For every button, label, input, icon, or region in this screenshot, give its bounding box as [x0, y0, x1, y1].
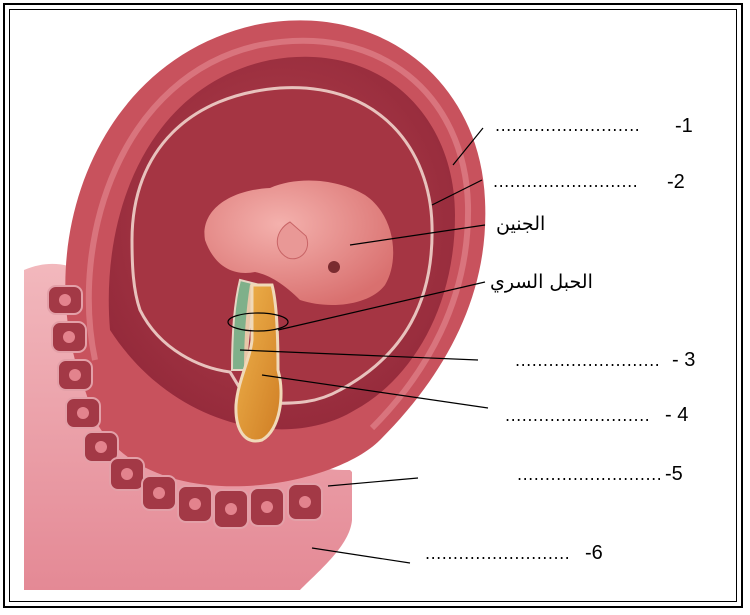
label-5: -5 [665, 464, 683, 484]
blank-2[interactable]: .......................... [493, 174, 638, 190]
umbilical-cord-label: الحبل السري [490, 273, 593, 292]
embryo-eye [328, 261, 340, 273]
label-1: -1 [675, 116, 693, 136]
blank-3[interactable]: .......................... [515, 353, 660, 369]
blank-6[interactable]: .......................... [425, 546, 570, 562]
blank-4[interactable]: .......................... [505, 408, 650, 424]
blank-1[interactable]: .......................... [495, 118, 640, 134]
label-3: - 3 [672, 350, 695, 370]
label-6: -6 [585, 543, 603, 563]
blank-5[interactable]: .......................... [517, 467, 662, 483]
label-4: - 4 [665, 405, 688, 425]
label-2: -2 [667, 172, 685, 192]
embryo-label: الجنين [496, 215, 545, 234]
